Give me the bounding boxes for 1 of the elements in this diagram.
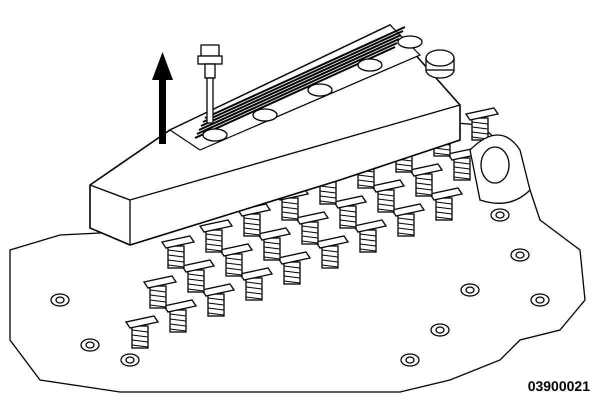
figure-number: 03900021: [528, 378, 590, 394]
